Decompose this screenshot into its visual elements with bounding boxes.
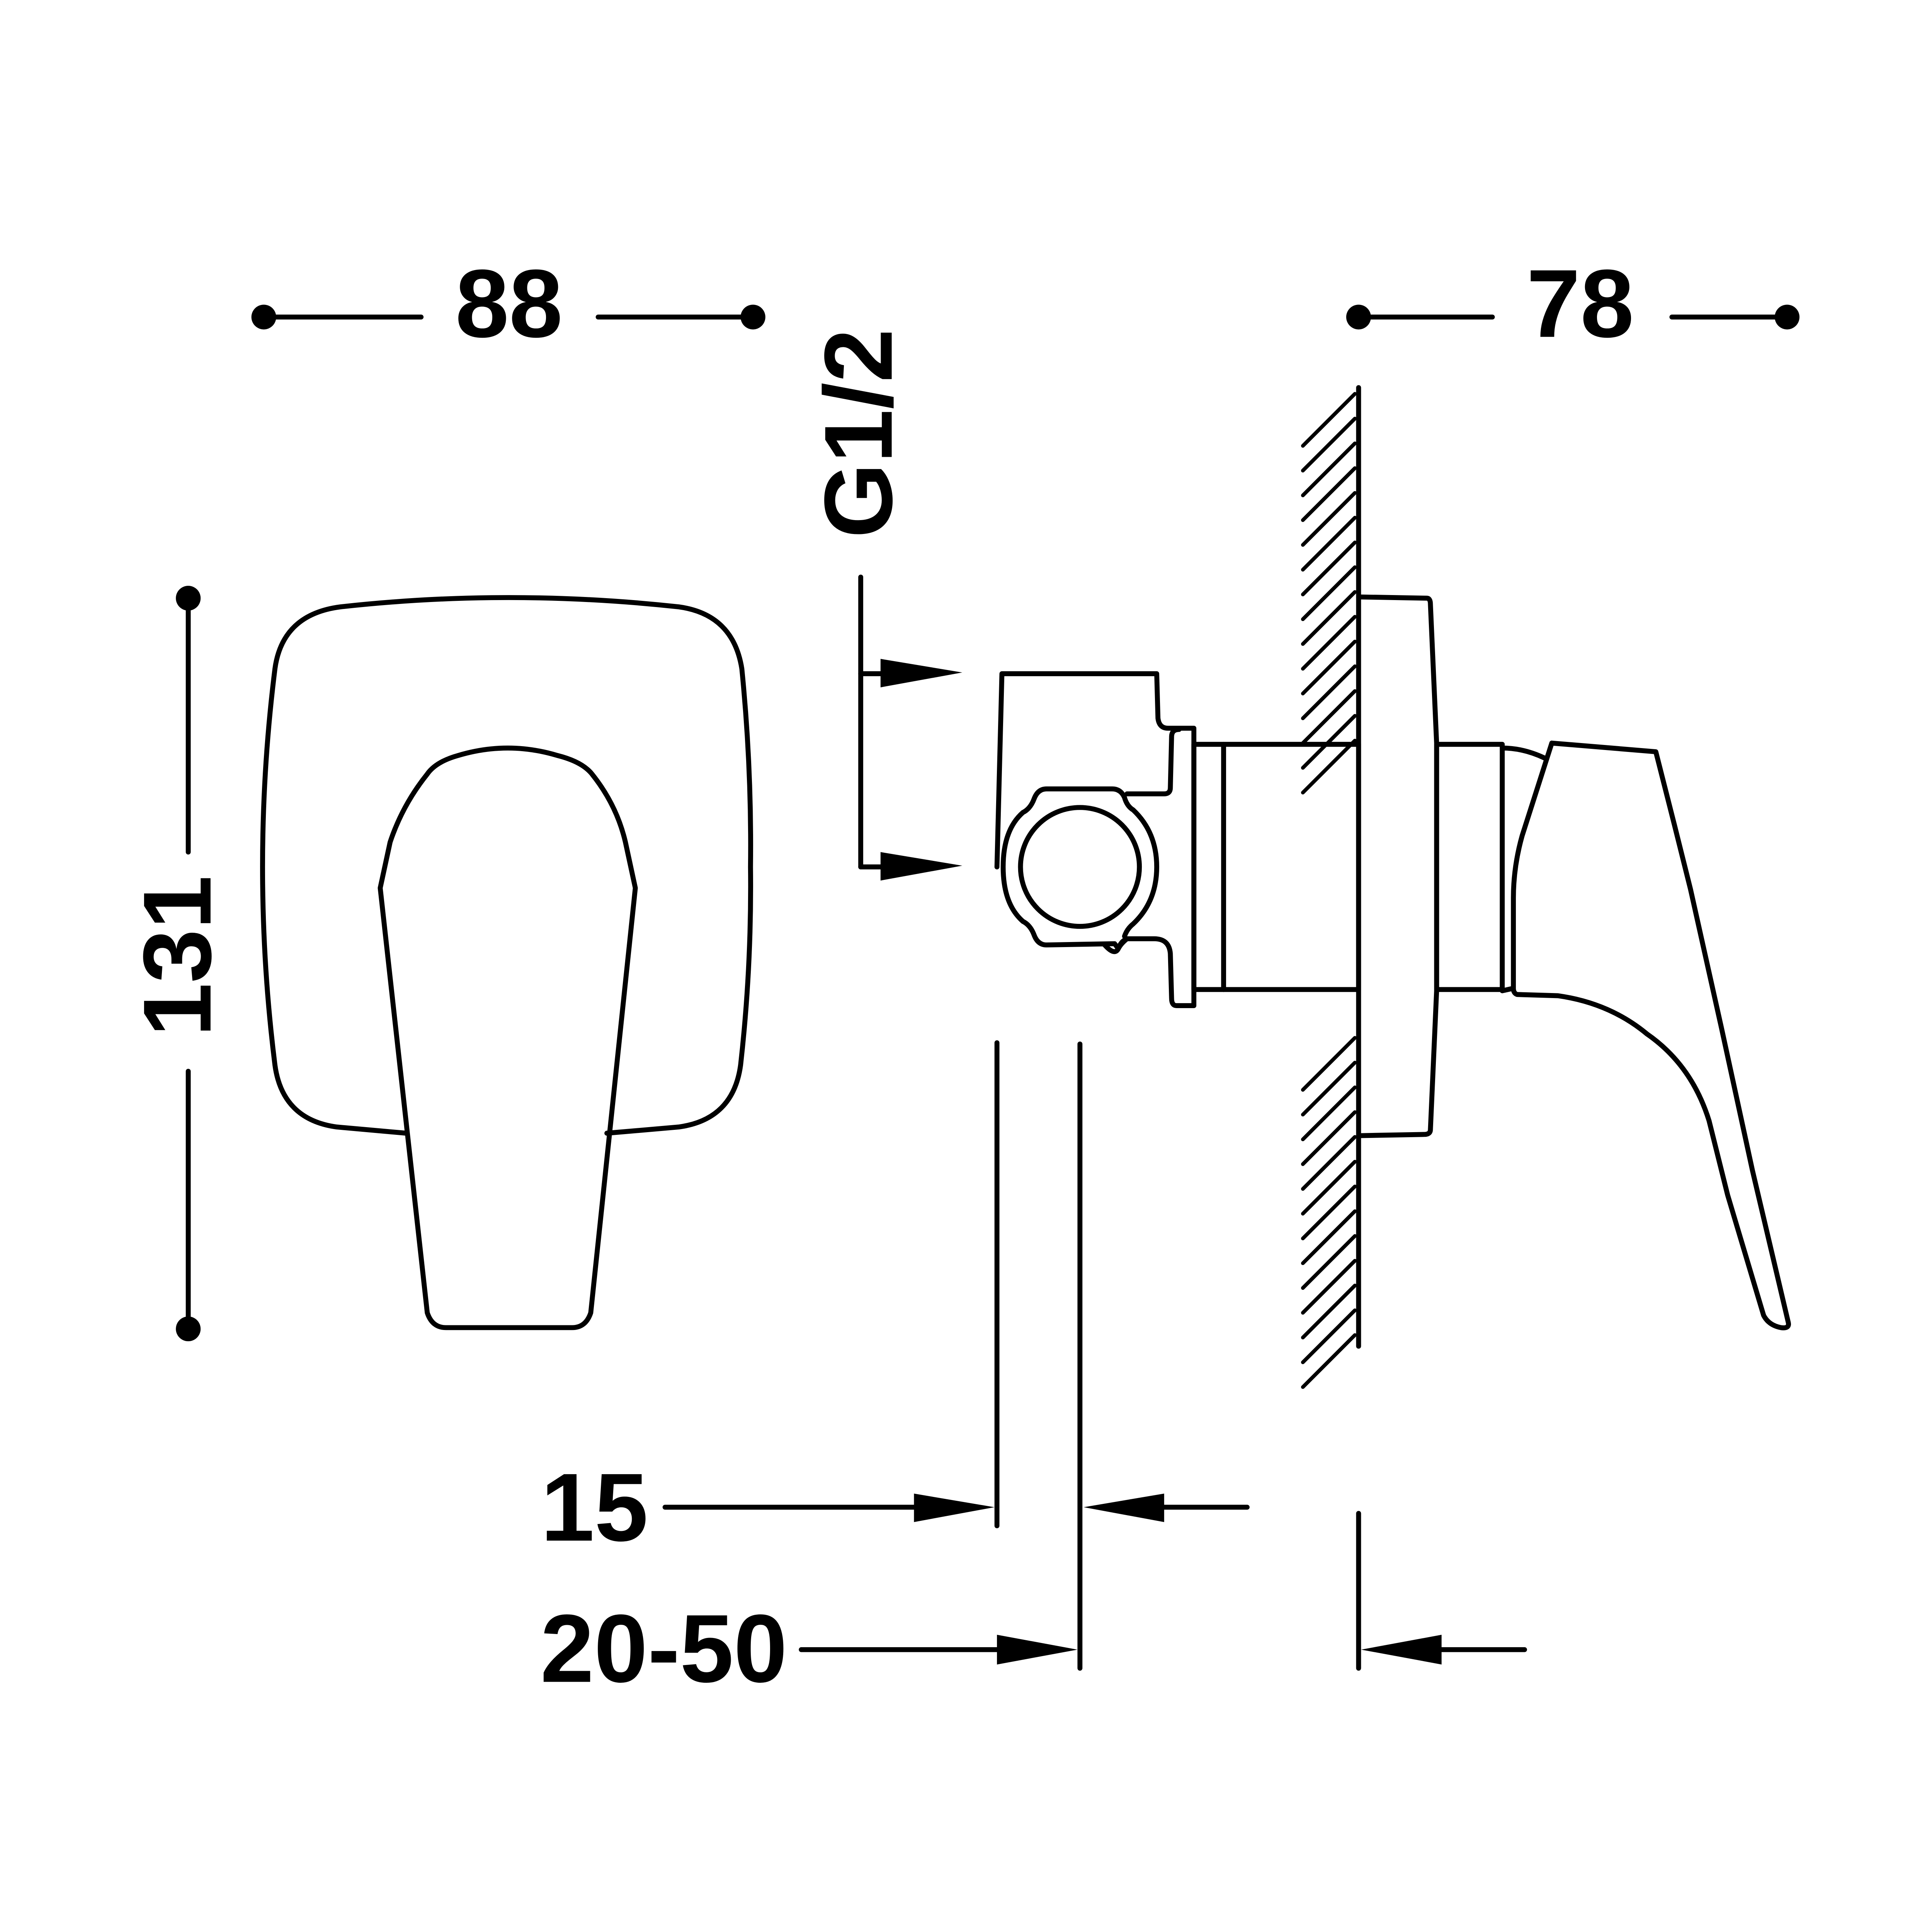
hatch-line xyxy=(1301,615,1357,671)
hatch-line xyxy=(1301,1036,1357,1092)
hatch-line xyxy=(1301,441,1357,497)
hatch-line xyxy=(1301,1160,1357,1216)
hatch-line xyxy=(1301,541,1357,597)
hatch-line xyxy=(1301,639,1357,696)
hatch-line xyxy=(1301,1333,1357,1389)
dimension-label-15: 15 xyxy=(541,1453,648,1561)
wall-hatch xyxy=(1301,392,1357,1389)
hatch-line xyxy=(1301,738,1357,795)
cover-plate-front xyxy=(260,595,753,1136)
cover-plate-side xyxy=(1356,594,1505,1138)
hatch-line xyxy=(1301,1085,1357,1141)
dimension-88: 88 xyxy=(251,250,765,357)
hatch-line xyxy=(1301,466,1357,522)
hatch-line xyxy=(1301,417,1357,473)
dimension-78: 78 xyxy=(1346,250,1800,357)
hatch-line xyxy=(1301,1110,1357,1166)
valve-body-side xyxy=(994,671,1361,1008)
hatch-line xyxy=(1301,689,1357,745)
hatch-line xyxy=(1301,1308,1357,1364)
hatch-line xyxy=(1301,590,1357,646)
thread-dimension xyxy=(858,575,963,881)
hatch-line xyxy=(1301,565,1357,621)
hatch-line xyxy=(1301,1209,1357,1265)
thread-label: G1/2 xyxy=(804,329,912,538)
hatch-line xyxy=(1301,1061,1357,1117)
hatch-line xyxy=(1301,1135,1357,1191)
hatch-line xyxy=(1301,1259,1357,1315)
dimension-15: 15 xyxy=(541,1040,1250,1671)
dimension-label-88: 88 xyxy=(455,250,563,357)
hatch-line xyxy=(1301,491,1357,547)
hatch-line xyxy=(1301,1184,1357,1240)
dimension-131: 131 xyxy=(123,586,231,1342)
dimension-label-78: 78 xyxy=(1527,250,1634,357)
hatch-line xyxy=(1301,1234,1357,1290)
handle-front xyxy=(378,745,638,1330)
handle-side xyxy=(1500,740,1791,1330)
hatch-line xyxy=(1301,664,1357,720)
hatch-line xyxy=(1301,515,1357,572)
dimension-label-131: 131 xyxy=(123,876,231,1037)
hatch-line xyxy=(1301,1284,1357,1340)
hatch-line xyxy=(1301,392,1357,448)
dimension-label-20-50: 20-50 xyxy=(540,1595,787,1702)
dimension-20-50: 20-50 xyxy=(540,1511,1527,1702)
